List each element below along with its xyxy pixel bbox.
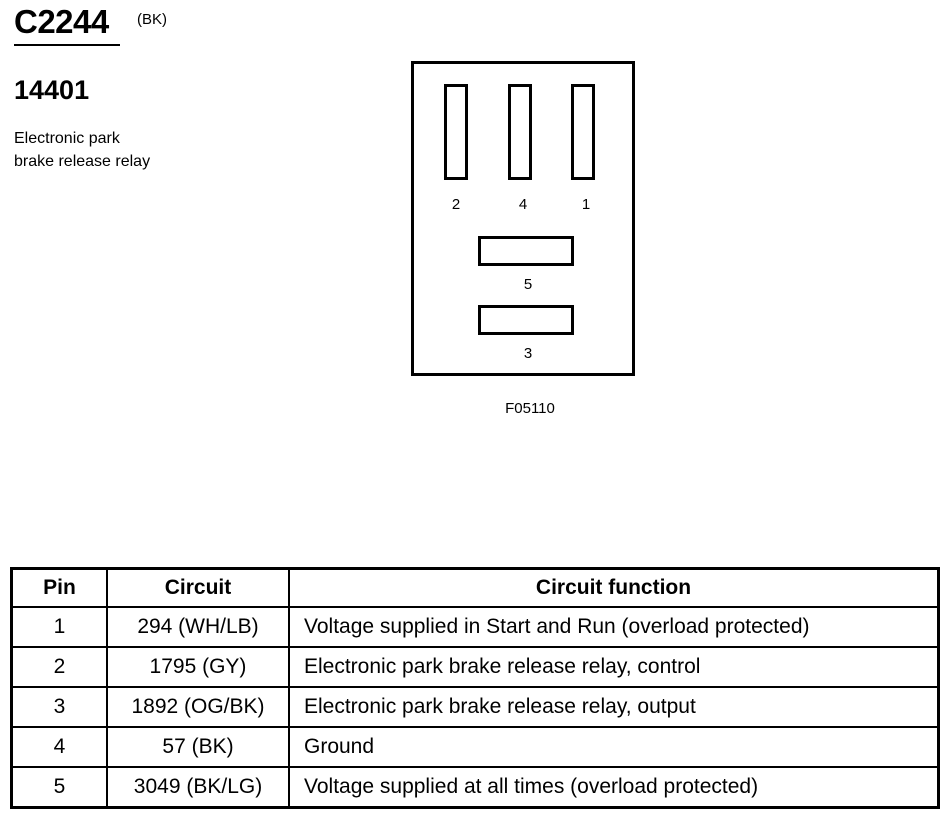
cell-pin: 4 xyxy=(10,726,108,768)
header-pin: Pin xyxy=(10,567,108,608)
pin-table: Pin Circuit Circuit function 1 294 (WH/L… xyxy=(10,567,940,809)
terminal-4 xyxy=(508,84,532,180)
cell-circuit: 294 (WH/LB) xyxy=(106,606,290,648)
cell-function: Electronic park brake release relay, con… xyxy=(288,646,940,688)
pin-label-5: 5 xyxy=(523,276,533,293)
part-description-line-2: brake release relay xyxy=(14,153,151,170)
table-row: 1 294 (WH/LB) Voltage supplied in Start … xyxy=(10,606,940,648)
cell-function: Ground xyxy=(288,726,940,768)
terminal-2 xyxy=(444,84,468,180)
cell-circuit: 57 (BK) xyxy=(106,726,290,768)
terminal-5 xyxy=(478,236,574,266)
header-circuit-function: Circuit function xyxy=(288,567,940,608)
connector-id: C2244 xyxy=(14,3,109,40)
pin-label-2: 2 xyxy=(451,196,461,213)
figure-code: F05110 xyxy=(505,400,555,417)
pin-label-3: 3 xyxy=(523,345,533,362)
cell-pin: 3 xyxy=(10,686,108,728)
pin-label-4: 4 xyxy=(518,196,528,213)
cell-pin: 1 xyxy=(10,606,108,648)
table-row: 4 57 (BK) Ground xyxy=(10,726,940,768)
connector-face: 2 4 1 5 3 xyxy=(411,61,635,376)
cell-pin: 2 xyxy=(10,646,108,688)
connector-id-underline xyxy=(14,44,120,46)
terminal-1 xyxy=(571,84,595,180)
cell-pin: 5 xyxy=(10,766,108,809)
part-number: 14401 xyxy=(14,75,90,105)
cell-function: Voltage supplied at all times (overload … xyxy=(288,766,940,809)
part-description: Electronic park brake release relay xyxy=(14,127,214,173)
cell-function: Voltage supplied in Start and Run (overl… xyxy=(288,606,940,648)
cell-circuit: 1795 (GY) xyxy=(106,646,290,688)
cell-function: Electronic park brake release relay, out… xyxy=(288,686,940,728)
cell-circuit: 1892 (OG/BK) xyxy=(106,686,290,728)
terminal-3 xyxy=(478,305,574,335)
pin-label-1: 1 xyxy=(581,196,591,213)
table-row: 2 1795 (GY) Electronic park brake releas… xyxy=(10,646,940,688)
cell-circuit: 3049 (BK/LG) xyxy=(106,766,290,809)
header-circuit: Circuit xyxy=(106,567,290,608)
table-header-row: Pin Circuit Circuit function xyxy=(10,567,940,608)
table-row: 3 1892 (OG/BK) Electronic park brake rel… xyxy=(10,686,940,728)
table-row: 5 3049 (BK/LG) Voltage supplied at all t… xyxy=(10,766,940,809)
part-description-line-1: Electronic park xyxy=(14,130,120,147)
connector-color: (BK) xyxy=(137,11,167,28)
